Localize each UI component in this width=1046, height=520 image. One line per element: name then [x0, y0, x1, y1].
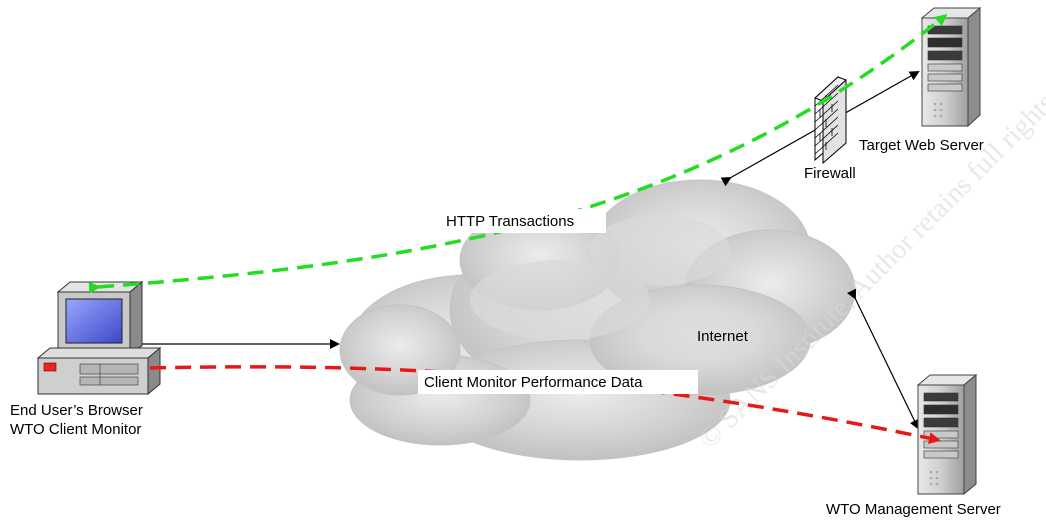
label-firewall: Firewall — [804, 165, 856, 182]
svg-text:Client Monitor Performance Dat: Client Monitor Performance Data — [424, 374, 643, 391]
label-wto-management-server: WTO Management Server — [826, 501, 1001, 518]
label-http-transactions: HTTP Transactions — [440, 209, 606, 233]
svg-text:HTTP Transactions: HTTP Transactions — [446, 213, 574, 230]
svg-text:WTO Client Monitor: WTO Client Monitor — [10, 421, 141, 438]
svg-text:Target Web Server: Target Web Server — [859, 137, 984, 154]
svg-text:WTO Management Server: WTO Management Server — [826, 501, 1001, 518]
label-client-monitor-performance-data: Client Monitor Performance Data — [418, 370, 698, 394]
svg-text:End User’s Browser: End User’s Browser — [10, 402, 143, 419]
label-end-users-browser: End User’s Browser WTO Client Monitor — [10, 402, 143, 438]
end-user-computer-icon — [36, 280, 162, 396]
svg-text:Firewall: Firewall — [804, 165, 856, 182]
label-internet: Internet — [697, 328, 749, 345]
label-target-web-server: Target Web Server — [859, 137, 984, 154]
internet-mgmtserver-link — [847, 288, 920, 430]
svg-text:Internet: Internet — [697, 328, 749, 345]
wto-management-server-icon — [916, 373, 978, 496]
